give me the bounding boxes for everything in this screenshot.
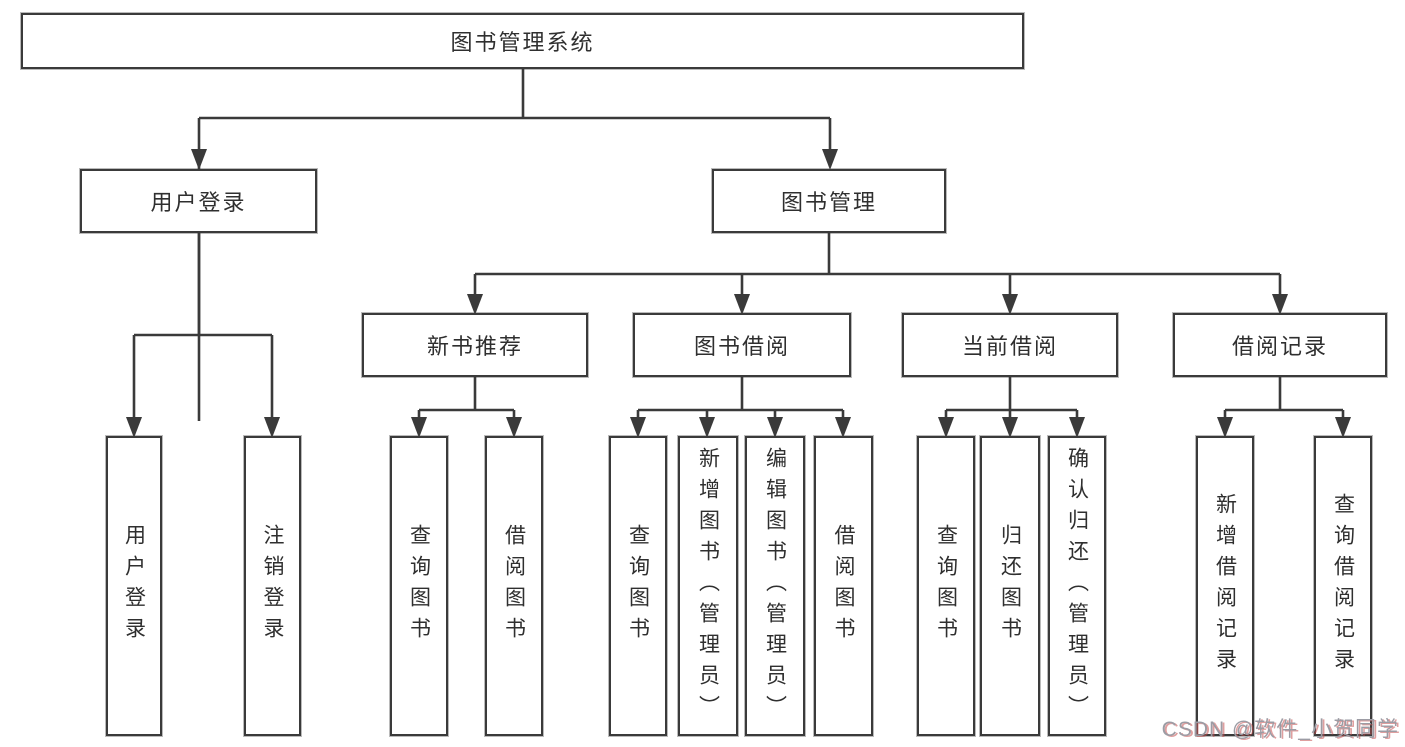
connector-root <box>197 69 832 421</box>
node-book-management-label: 图书管理 <box>780 190 877 215</box>
leaf-query-borrow-record: 查询借阅记录 <box>1314 436 1372 736</box>
leaf-query-book-borrow-label: 查询图书 <box>626 524 650 648</box>
leaf-logout: 注销登录 <box>244 436 301 736</box>
leaf-edit-book-admin-label: 编辑图书（管理员） <box>763 446 787 726</box>
node-book-borrow-label: 图书借阅 <box>693 334 790 359</box>
leaf-logout-label: 注销登录 <box>261 524 284 648</box>
node-current-borrow: 当前借阅 <box>902 313 1118 377</box>
csdn-watermark: CSDN @软件_小贺同学 <box>1161 718 1399 741</box>
leaf-return-book-label: 归还图书 <box>998 524 1022 648</box>
leaf-query-book-current: 查询图书 <box>917 436 975 736</box>
leaf-borrow-book-recommend-label: 借阅图书 <box>502 524 526 648</box>
leaf-add-borrow-record-label: 新增借阅记录 <box>1213 493 1237 679</box>
leaf-user-login-label: 用户登录 <box>122 524 146 648</box>
leaf-borrow-book-label: 借阅图书 <box>832 524 855 648</box>
node-book-management: 图书管理 <box>712 169 946 233</box>
leaf-add-borrow-record: 新增借阅记录 <box>1196 436 1254 736</box>
leaf-return-book: 归还图书 <box>980 436 1040 736</box>
leaf-confirm-return-admin: 确认归还（管理员） <box>1048 436 1106 736</box>
leaf-query-book-recommend: 查询图书 <box>390 436 448 736</box>
connector-user-login <box>132 233 274 421</box>
node-current-borrow-label: 当前借阅 <box>961 334 1058 359</box>
node-user-login: 用户登录 <box>80 169 317 233</box>
node-book-borrow: 图书借阅 <box>633 313 851 377</box>
node-root: 图书管理系统 <box>21 13 1024 69</box>
leaf-add-book-admin: 新增图书（管理员） <box>678 436 738 736</box>
node-user-login-label: 用户登录 <box>150 190 247 215</box>
node-borrow-record: 借阅记录 <box>1173 313 1387 377</box>
leaf-edit-book-admin: 编辑图书（管理员） <box>745 436 805 736</box>
connector-current-borrow <box>944 377 1079 421</box>
arrowheads <box>126 149 1351 438</box>
leaf-query-book-recommend-label: 查询图书 <box>407 524 431 648</box>
connector-book-borrow <box>636 377 845 421</box>
connector-borrow-record <box>1223 377 1345 421</box>
node-root-label: 图书管理系统 <box>450 30 595 55</box>
leaf-borrow-book: 借阅图书 <box>814 436 873 736</box>
connector-new-book <box>417 377 516 421</box>
leaf-add-book-admin-label: 新增图书（管理员） <box>696 446 720 726</box>
leaf-user-login: 用户登录 <box>106 436 162 736</box>
node-new-book-recommend: 新书推荐 <box>362 313 588 377</box>
leaf-query-book-borrow: 查询图书 <box>609 436 667 736</box>
leaf-confirm-return-admin-label: 确认归还（管理员） <box>1065 446 1089 726</box>
leaf-query-borrow-record-label: 查询借阅记录 <box>1331 493 1355 679</box>
connector-book-mgmt <box>473 233 1282 298</box>
leaf-borrow-book-recommend: 借阅图书 <box>485 436 543 736</box>
leaf-query-book-current-label: 查询图书 <box>934 524 958 648</box>
node-borrow-record-label: 借阅记录 <box>1231 334 1328 359</box>
node-new-book-recommend-label: 新书推荐 <box>426 334 523 359</box>
